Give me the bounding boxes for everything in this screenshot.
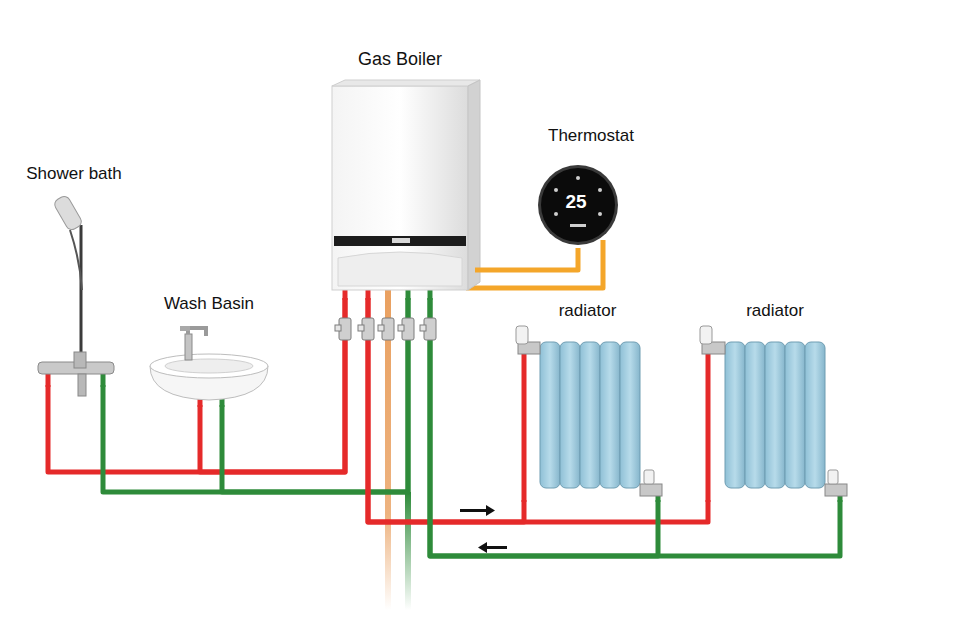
radiator-panel <box>516 326 662 496</box>
radiator-panel <box>700 326 847 496</box>
node-label: Shower bath <box>10 163 138 185</box>
thermostat-device <box>538 165 618 245</box>
pipe-connector <box>368 298 708 522</box>
pipe-connector <box>368 298 524 522</box>
node-label: radiator <box>700 300 850 322</box>
pipe-connector <box>430 298 840 556</box>
pipe-connector <box>48 298 345 472</box>
node-label: radiator <box>515 300 660 322</box>
node-label: Gas Boiler <box>325 48 475 70</box>
pipe-connector <box>475 248 578 270</box>
pipe-connector <box>222 298 408 492</box>
pipe-connector <box>103 298 408 492</box>
radiator-node: radiator <box>515 300 660 500</box>
thermostat-node: Thermostat <box>530 125 652 248</box>
pipe-connector <box>430 298 658 556</box>
shower-fixture <box>38 194 114 396</box>
node-label: Thermostat <box>530 125 652 147</box>
wash-basin <box>150 326 268 400</box>
pipe-stubs <box>48 270 840 502</box>
thermostat-wire <box>466 240 603 288</box>
node-label: Wash Basin <box>145 293 273 315</box>
cold-mains-pipe <box>405 492 411 610</box>
flow-arrow <box>460 505 507 553</box>
isolation-valve <box>335 318 436 340</box>
basin-node: Wash Basin <box>145 293 273 405</box>
boiler-body <box>332 80 480 290</box>
shower-node: Shower bath <box>10 163 138 385</box>
radiator-node: radiator <box>700 300 850 500</box>
temperature-reading: 25 <box>558 191 594 213</box>
boiler-node: Gas Boiler <box>325 48 475 298</box>
